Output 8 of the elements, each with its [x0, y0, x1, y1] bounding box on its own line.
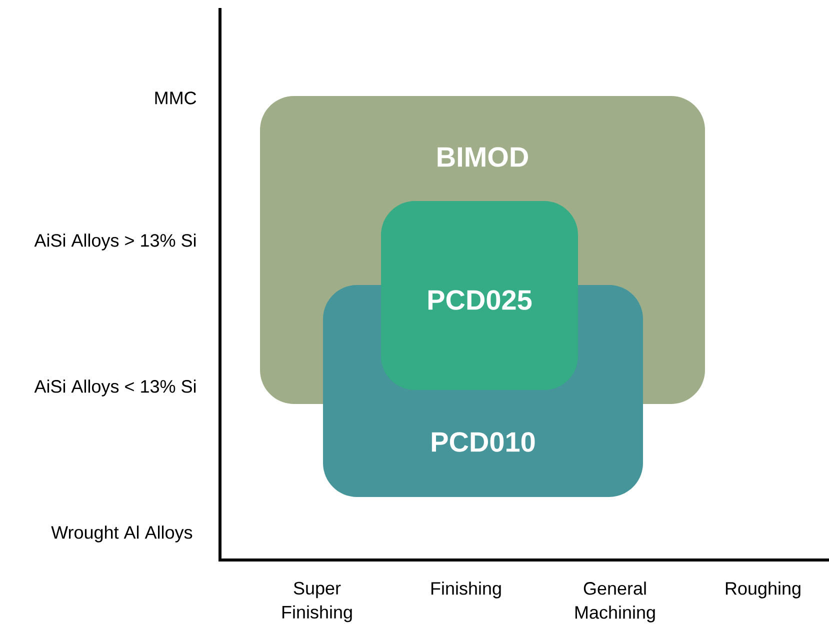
- axis-label: Super Finishing: [282, 582, 352, 622]
- axis-label: MMC: [155, 92, 196, 104]
- axis-label: Finishing: [431, 582, 501, 598]
- axis-label: Roughing: [726, 582, 800, 598]
- axis-label: AiSi Alloys > 13% Si: [34, 234, 196, 250]
- axis-label: AiSi Alloys < 13% Si: [34, 380, 196, 396]
- axis-label: Wrought Al Alloys: [51, 526, 192, 542]
- axis-label: General Machining: [575, 582, 655, 622]
